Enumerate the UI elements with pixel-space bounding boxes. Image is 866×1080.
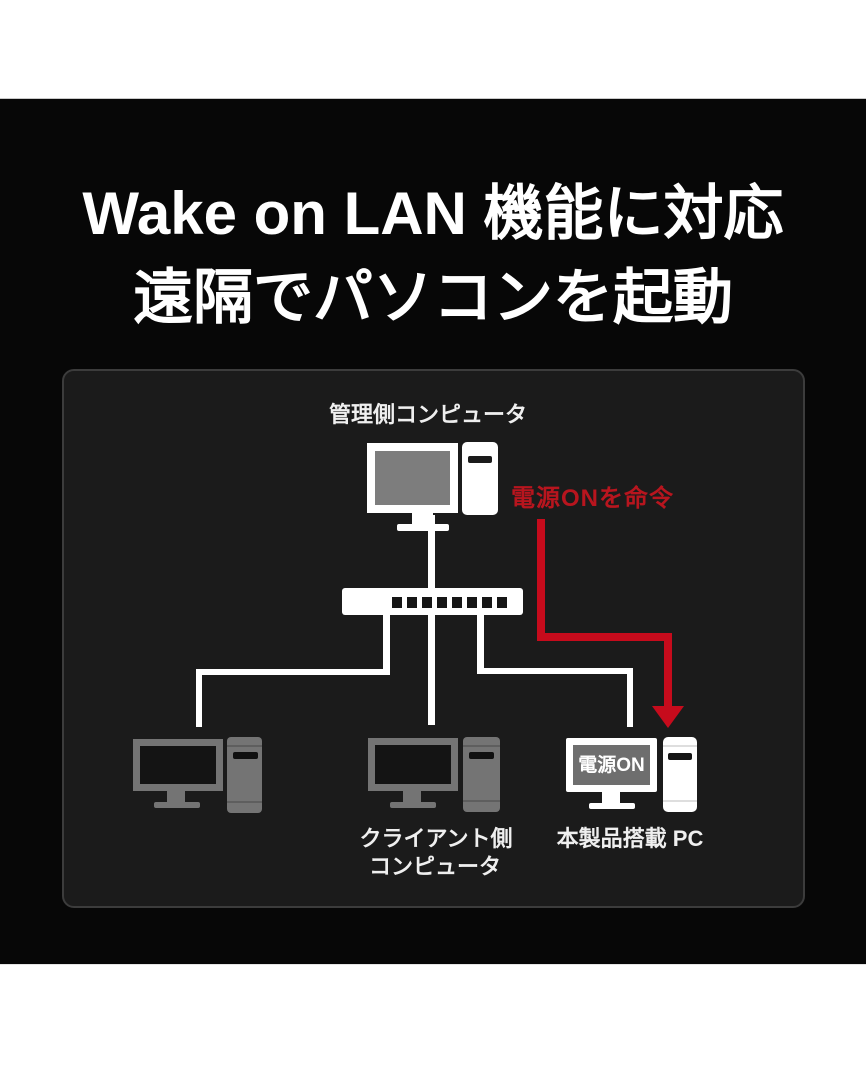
switch-port	[407, 597, 417, 608]
tower-drive-slot	[668, 753, 692, 760]
power-path-vertical-2	[664, 633, 672, 707]
monitor-base	[154, 802, 200, 808]
switch-ports	[392, 597, 507, 608]
monitor-icon: 電源ON	[566, 738, 657, 792]
tower-icon	[663, 737, 697, 812]
monitor-icon	[367, 443, 458, 513]
switch-port	[482, 597, 492, 608]
monitor-icon	[133, 739, 223, 791]
monitor-stand	[403, 791, 421, 802]
power-path-horizontal	[537, 633, 672, 641]
tower-bottom-line	[463, 800, 500, 802]
lan-cable-right-vertical	[627, 668, 633, 727]
power-path-vertical-1	[537, 519, 545, 637]
headline-subtitle: 遠隔でパソコンを起動	[133, 264, 733, 331]
client-computer-label-line1: クライアント側	[359, 826, 513, 851]
switch-port	[497, 597, 507, 608]
tower-icon	[227, 737, 262, 813]
lan-cable-left-vertical	[196, 669, 202, 727]
switch-port	[437, 597, 447, 608]
lan-cable-admin	[428, 515, 435, 588]
tower-drive-slot	[469, 752, 494, 759]
monitor-stand	[167, 791, 185, 802]
lan-cable-left-drop	[383, 615, 390, 675]
bottom-white-strip	[0, 964, 866, 1080]
tower-top-line	[227, 745, 262, 747]
tower-drive-slot	[233, 752, 258, 759]
tower-bottom-line	[227, 801, 262, 803]
client-computer-label-line2: コンピュータ	[368, 854, 501, 879]
tower-drive-slot	[468, 456, 492, 463]
monitor-icon	[368, 738, 458, 791]
lan-cable-right-horizontal	[477, 668, 633, 674]
lan-cable-right-drop	[477, 615, 484, 674]
admin-computer-label: 管理側コンピュータ	[328, 402, 527, 427]
monitor-screen	[375, 745, 451, 784]
monitor-stand	[412, 513, 433, 524]
tower-icon	[463, 737, 500, 812]
monitor-screen	[140, 746, 216, 784]
monitor-base	[397, 524, 449, 531]
headline-title: Wake on LAN 機能に対応	[82, 180, 784, 247]
target-computer-label: 本製品搭載 PC	[556, 826, 704, 851]
tower-top-line	[463, 745, 500, 747]
power-command-label: 電源ONを命令	[511, 485, 674, 512]
tower-bottom-line	[663, 800, 697, 802]
monitor-screen: 電源ON	[573, 745, 650, 785]
monitor-stand	[602, 792, 620, 803]
top-white-strip	[0, 0, 866, 99]
switch-port	[452, 597, 462, 608]
switch-port	[467, 597, 477, 608]
monitor-base	[589, 803, 635, 809]
tower-top-line	[663, 745, 697, 747]
monitor-screen	[375, 451, 450, 505]
monitor-base	[390, 802, 436, 808]
lan-cable-middle	[428, 615, 435, 725]
switch-port	[392, 597, 402, 608]
network-switch-icon	[342, 588, 523, 615]
switch-port	[422, 597, 432, 608]
lan-cable-left-horizontal	[196, 669, 390, 675]
tower-icon	[462, 442, 498, 515]
arrow-down-icon	[652, 706, 684, 728]
power-on-screen-label: 電源ON	[578, 754, 645, 776]
